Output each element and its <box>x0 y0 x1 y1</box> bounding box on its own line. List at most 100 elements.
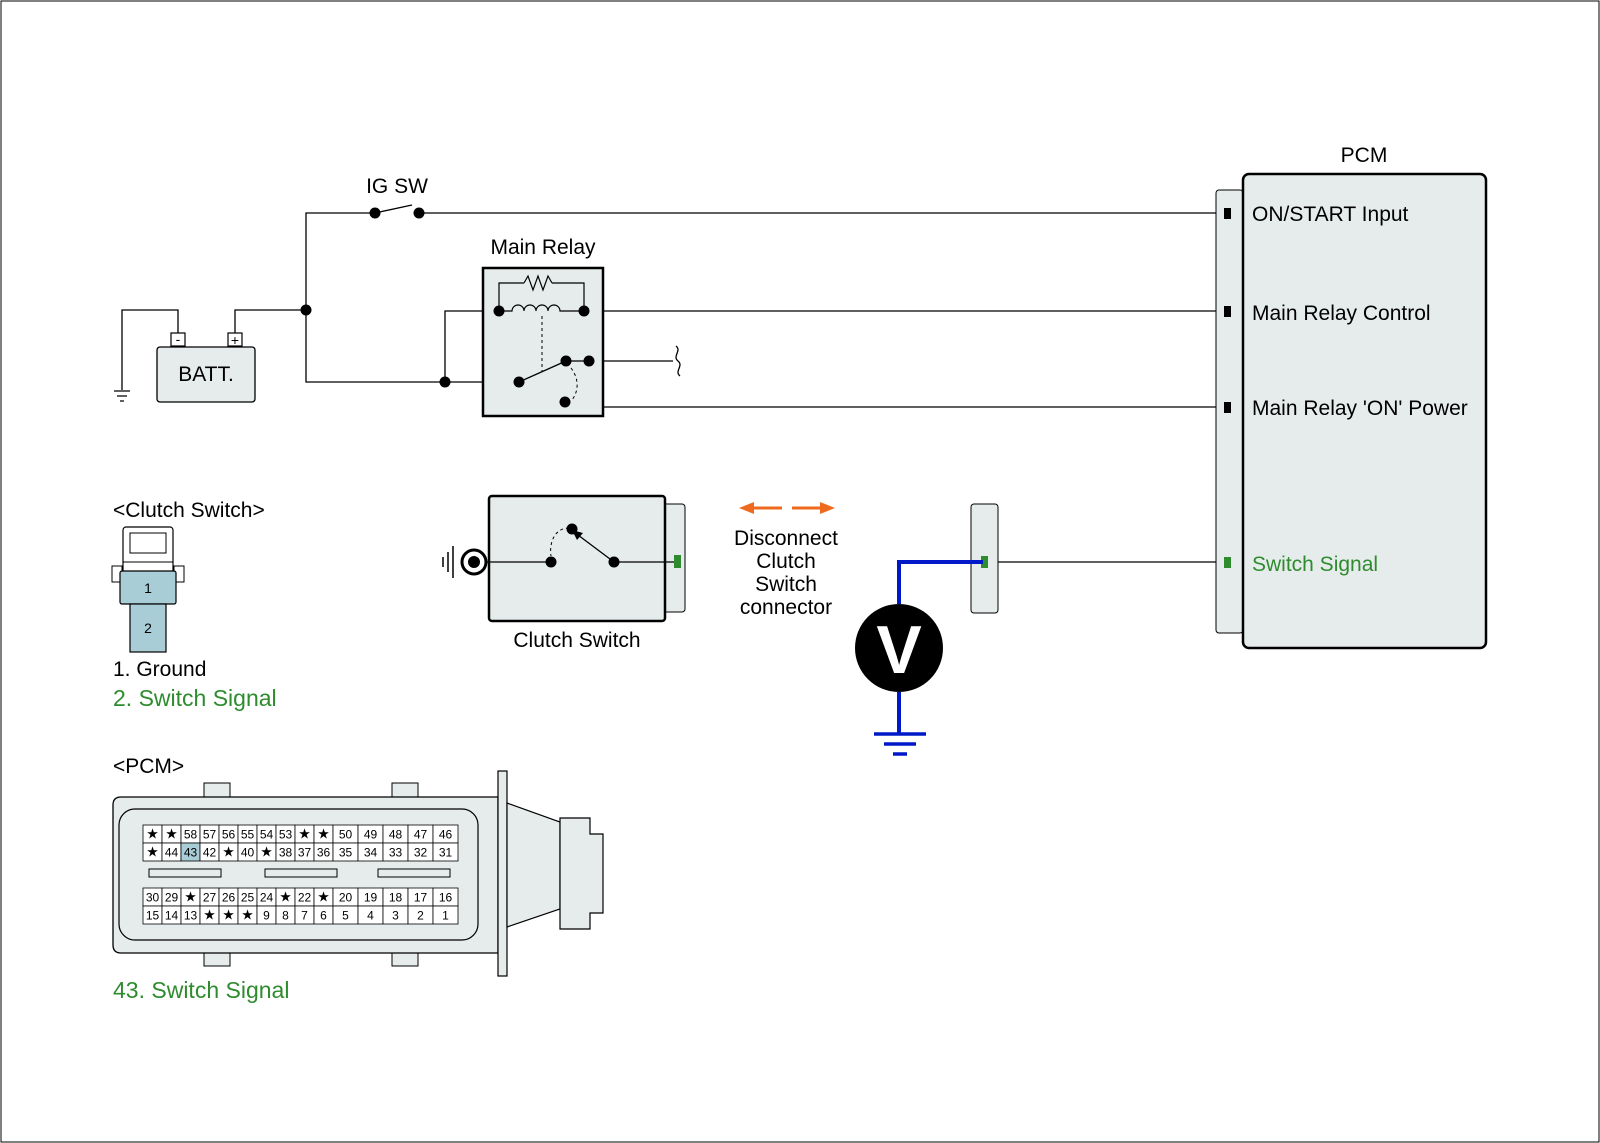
pcm-pin-number: 14 <box>165 909 179 923</box>
pcm-pin-number: 55 <box>241 828 255 842</box>
pcm-connector-legend: 43. Switch Signal <box>113 977 289 1003</box>
relay-resistor <box>523 274 553 292</box>
pcm-connector-lock <box>559 817 604 930</box>
battery-plus-label: + <box>231 332 239 348</box>
pcm-terminal-label: Main Relay Control <box>1252 302 1431 325</box>
clutch-switch-blade <box>573 531 615 563</box>
pcm-pin-unused-star: ★ <box>260 844 273 860</box>
pcm-connector-key-slot <box>264 868 338 878</box>
pcm-connector-key-slot <box>148 868 222 878</box>
pcm-pin-number: 32 <box>414 846 428 860</box>
pcm-connector-flange <box>497 770 508 977</box>
pcm-pin-number: 19 <box>364 891 378 905</box>
relay-nc-contact <box>559 396 571 408</box>
pcm-pin-unused-star: ★ <box>222 907 235 923</box>
junction-dots <box>300 207 451 388</box>
pcm-pin-cell <box>432 842 459 862</box>
pcm-pin-number: 46 <box>439 828 453 842</box>
battery-minus-label: - <box>176 331 181 347</box>
pcm-connector-title: <PCM> <box>113 755 184 778</box>
pcm-pin-number: 29 <box>165 891 179 905</box>
battery-minus-terminal <box>170 332 186 347</box>
pcm-label: PCM <box>1341 144 1388 167</box>
clutch-switch-contact <box>608 556 620 568</box>
battery: - + BATT. <box>114 331 256 403</box>
pcm-pin-number: 56 <box>222 828 236 842</box>
voltmeter-body <box>855 604 943 692</box>
pcm-pin-number: 47 <box>414 828 428 842</box>
clutch-connector-pin-label: 1 <box>144 580 152 596</box>
voltmeter-label: V <box>876 612 921 688</box>
pcm-pin-number: 35 <box>339 846 353 860</box>
pcm-pin-number: 22 <box>298 891 312 905</box>
clutch-connector-legend-item: 2. Switch Signal <box>113 685 277 711</box>
pcm-pin-unused-star: ★ <box>241 907 254 923</box>
relay-no-contact <box>560 355 572 367</box>
disconnect-hint-line: Clutch <box>756 550 816 573</box>
ground-bolt-center <box>468 556 480 568</box>
pcm-pin-number: 24 <box>260 891 274 905</box>
pcm-pin-unused-star: ★ <box>146 844 159 860</box>
clutch-switch-motion-arc <box>550 527 570 557</box>
pcm-pin-number: 9 <box>263 909 270 923</box>
disconnect-hint-line: Switch <box>755 573 817 596</box>
junction-dot <box>439 376 451 388</box>
pcm-pin-number: 1 <box>442 909 449 923</box>
harness-connector-pin <box>981 556 988 568</box>
relay-motion-arc <box>570 367 578 401</box>
pcm-pin-unused-star: ★ <box>184 889 197 905</box>
ig-switch-contact <box>413 207 425 219</box>
pcm-pin-number: 38 <box>279 846 293 860</box>
pcm-pin-number: 3 <box>392 909 399 923</box>
pcm-pin-number: 48 <box>389 828 403 842</box>
pcm-pin-number: 42 <box>203 846 217 860</box>
relay-coil-terminal <box>493 305 505 317</box>
pcm-pin-number: 26 <box>222 891 236 905</box>
pcm-pin-number: 2 <box>417 909 424 923</box>
clutch-connector-legend-item: 1. Ground <box>113 658 206 681</box>
pcm-pin-number: 31 <box>439 846 453 860</box>
voltmeter-ground-icon <box>874 732 926 756</box>
pcm-terminal-label: Main Relay 'ON' Power <box>1252 397 1468 420</box>
clutch-switch-body <box>487 494 667 623</box>
pcm-pin-number: 44 <box>165 846 179 860</box>
pcm-terminal-pin <box>1224 557 1231 568</box>
pcm-pin-unused-star: ★ <box>165 826 178 842</box>
pcm-terminal-pin <box>1224 208 1231 219</box>
pcm-pin-number: 53 <box>279 828 293 842</box>
pcm-pin-number: 15 <box>146 909 160 923</box>
clutch-connector-title: <Clutch Switch> <box>113 499 265 522</box>
relay-coil-feed-wire <box>444 310 499 382</box>
chassis-ground-icon <box>442 546 454 578</box>
right-arrow-head <box>820 502 835 514</box>
clutch-switch-component: Clutch Switch <box>442 494 686 652</box>
right-arrow-icon <box>792 502 835 514</box>
pcm-terminal-pin <box>1224 402 1231 413</box>
pcm-terminals: ON/START Input Main Relay Control Main R… <box>1224 203 1468 576</box>
pcm-terminal-label: Switch Signal <box>1252 553 1378 576</box>
pcm-pin-number: 34 <box>364 846 378 860</box>
pcm-pin-number: 58 <box>184 828 198 842</box>
relay-coil-frame <box>498 282 524 311</box>
relay-coil-terminal <box>578 305 590 317</box>
pcm-pin-unused-star: ★ <box>222 844 235 860</box>
wires <box>121 204 1225 563</box>
main-relay: Main Relay <box>481 236 605 418</box>
pcm-connector-tab <box>203 782 231 799</box>
pcm-pin-number: 27 <box>203 891 217 905</box>
pcm-pin-unused-star: ★ <box>298 826 311 842</box>
pcm-connector-shroud <box>506 802 561 928</box>
pcm-pin-number: 25 <box>241 891 255 905</box>
battery-plus-wire <box>234 309 306 336</box>
pcm-pin-number: 36 <box>317 846 331 860</box>
pcm-pin-number: 30 <box>146 891 160 905</box>
pcm-pin-unused-star: ★ <box>317 889 330 905</box>
pcm-pin-number: 5 <box>342 909 349 923</box>
clutch-connector-pin-2 <box>129 603 167 653</box>
pcm-pin-number: 4 <box>367 909 374 923</box>
relay-switch-pivot <box>513 376 525 388</box>
